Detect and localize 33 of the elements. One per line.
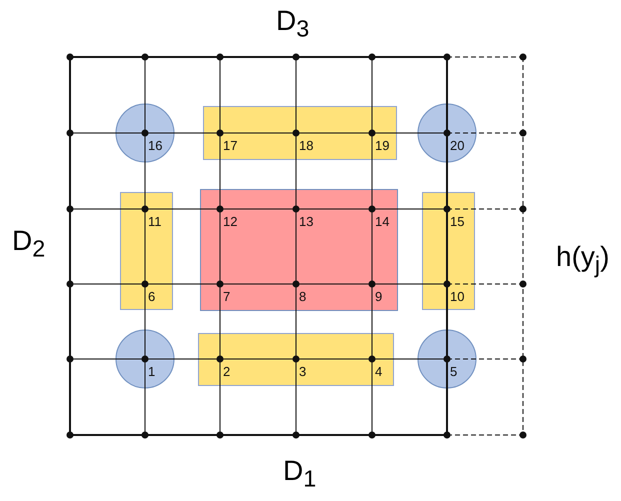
point-number: 17 xyxy=(223,139,238,153)
point-number: 14 xyxy=(375,215,390,229)
highlight-box xyxy=(120,192,173,310)
circle-region xyxy=(115,329,175,389)
point-number: 4 xyxy=(375,365,382,379)
circle-region xyxy=(417,103,477,163)
circle-region xyxy=(417,329,477,389)
boundary-label: D$_{3}$ xyxy=(276,6,310,44)
highlight-box xyxy=(198,333,394,386)
point-number: 15 xyxy=(450,215,464,229)
point-number: 18 xyxy=(299,139,314,153)
point-number: 19 xyxy=(375,139,390,153)
point-number: 16 xyxy=(148,139,162,153)
point-number: 11 xyxy=(148,215,162,229)
circle-region xyxy=(115,103,175,163)
point-number: 6 xyxy=(148,290,156,304)
function-label: h(y$_{j}$) xyxy=(556,242,610,280)
point-number: 8 xyxy=(299,290,306,304)
point-number: 20 xyxy=(450,139,464,153)
boundary-label: D$_{2}$ xyxy=(12,226,46,264)
point-number: 7 xyxy=(223,290,230,304)
point-number: 10 xyxy=(450,290,464,304)
point-number: 12 xyxy=(223,215,238,229)
point-number: 5 xyxy=(450,365,458,379)
highlight-box xyxy=(203,106,397,160)
point-number: 13 xyxy=(299,215,314,229)
point-number: 2 xyxy=(223,365,230,379)
point-number: 3 xyxy=(299,365,306,379)
highlight-box xyxy=(422,192,475,310)
point-number: 9 xyxy=(375,290,382,304)
point-number: 1 xyxy=(148,365,156,379)
boundary-label: D$_{1}$ xyxy=(283,456,316,494)
shaded-region xyxy=(200,189,398,311)
